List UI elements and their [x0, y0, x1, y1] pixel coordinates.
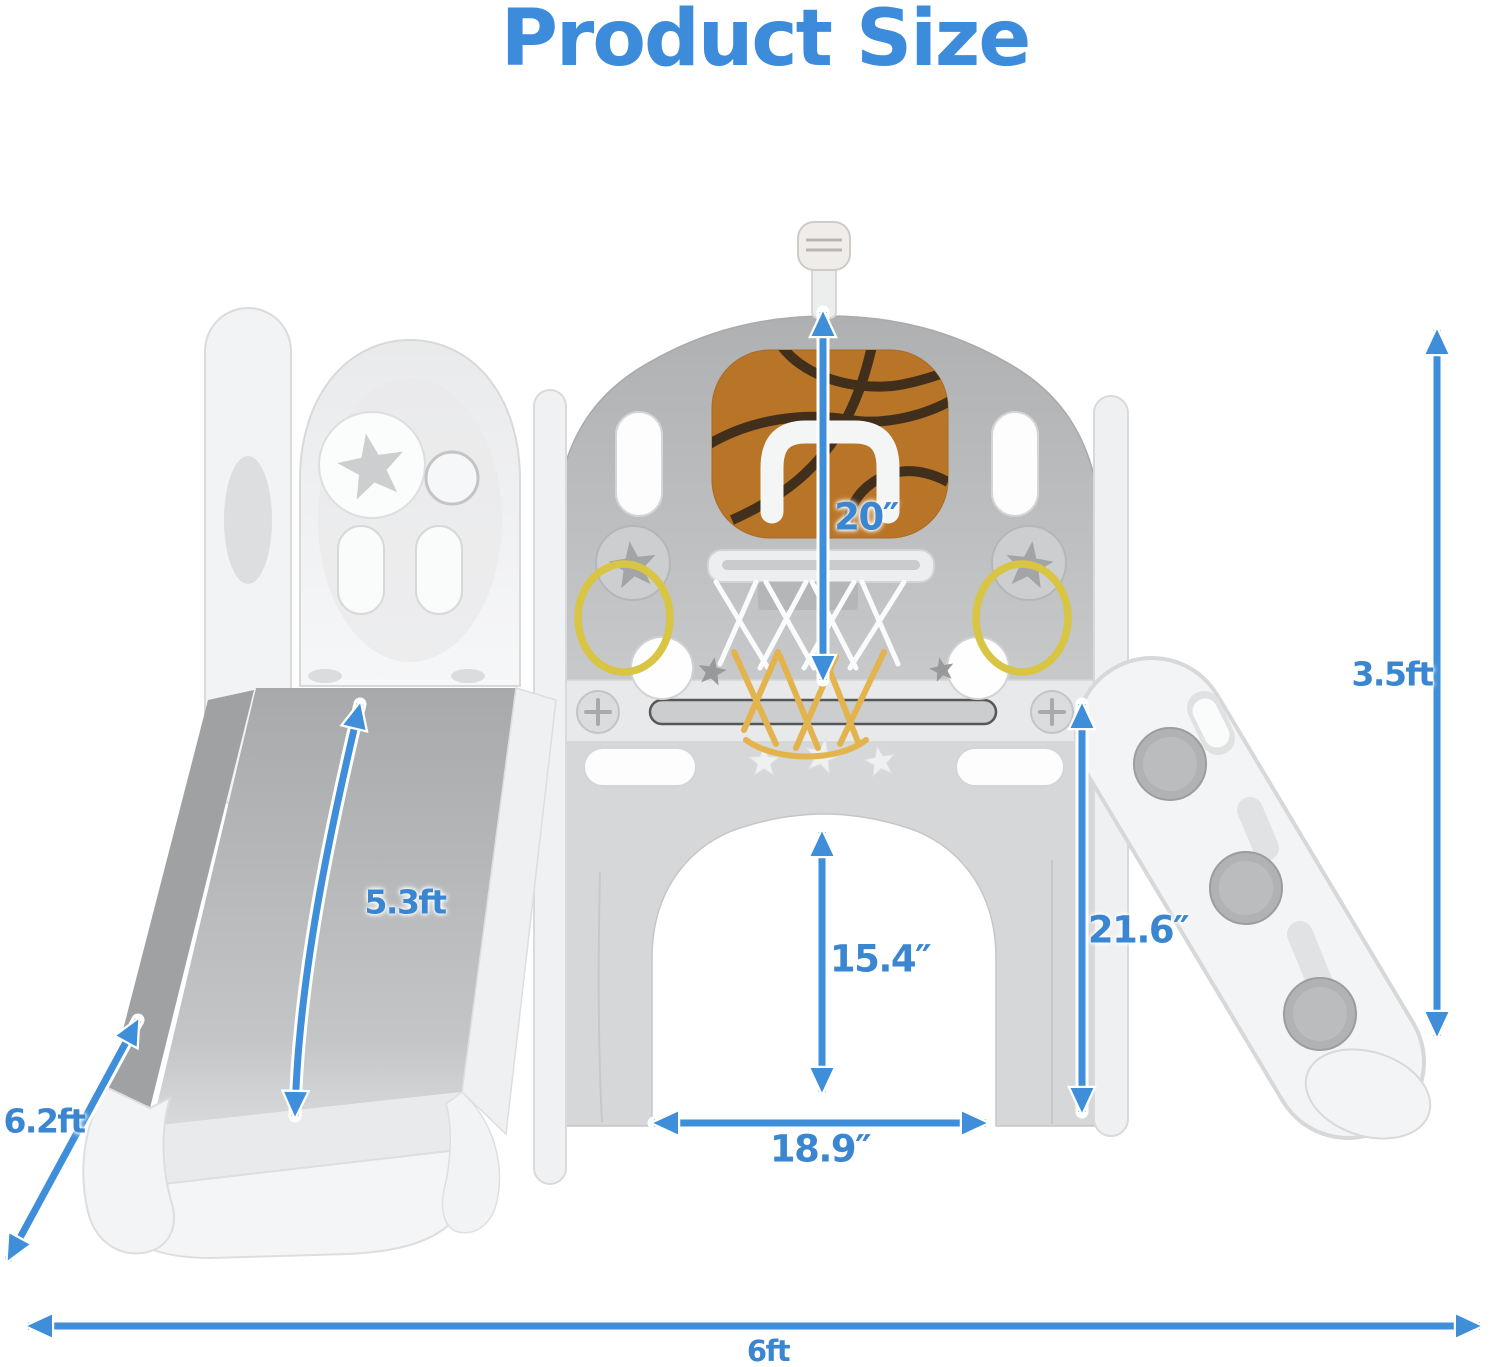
- dim-label-arch-width: 18.9″: [769, 1127, 872, 1171]
- crossbar-screw-left: [576, 690, 620, 734]
- oval-cutout-right: [991, 411, 1039, 517]
- panel-arch-body: [551, 741, 1105, 1127]
- dim-label-panel-height: 21.6″: [1087, 908, 1190, 952]
- ladder-slot: [1237, 797, 1279, 861]
- dimension-arrows: [4, 312, 1480, 1326]
- tower-slot-right: [415, 525, 463, 615]
- slide: [82, 687, 557, 1260]
- crossbar-screw-right: [1030, 690, 1074, 734]
- hand-slot-left: [583, 747, 697, 787]
- backboard-clamp: [797, 221, 851, 319]
- oval-cutout-left: [615, 411, 663, 517]
- crossbar-slot: [648, 698, 998, 726]
- dim-label-overall-height: 3.5ft: [1351, 654, 1434, 694]
- slide-right-rail: [461, 687, 557, 1136]
- arrow-base-depth: [4, 1020, 142, 1260]
- basketball-seams: [712, 350, 948, 525]
- arrow-slide-length: [295, 704, 360, 1116]
- slide-right-guard: [441, 1091, 501, 1234]
- climbing-ladder: [1074, 656, 1432, 1140]
- dim-label-arch-height: 15.4″: [829, 937, 932, 981]
- ladder-foot: [1304, 1048, 1432, 1140]
- page-title: Product Size: [500, 0, 1031, 84]
- ladder-grip-hole: [1192, 698, 1230, 748]
- slide-back-arch: [204, 307, 292, 809]
- tower-slot-left: [337, 525, 385, 615]
- hoop-net-yellow: [731, 649, 887, 760]
- dim-label-base-depth: 6.2ft: [3, 1101, 86, 1141]
- toss-ring-left: [574, 560, 674, 676]
- toss-ring-right: [972, 560, 1072, 676]
- dim-label-hoop-height: 20″: [834, 495, 899, 539]
- dim-label-slide-length: 5.3ft: [364, 882, 447, 922]
- dim-label-overall-width: 6ft: [746, 1334, 791, 1367]
- center-play-panel: [551, 221, 1129, 1137]
- tower-button: [424, 450, 480, 506]
- slide-left-rail: [108, 690, 254, 1108]
- slide-left-guard: [82, 1086, 175, 1255]
- hand-slot-right: [955, 747, 1065, 787]
- climb-tower: [299, 338, 521, 687]
- ladder-bolt-steps: [1133, 727, 1357, 1051]
